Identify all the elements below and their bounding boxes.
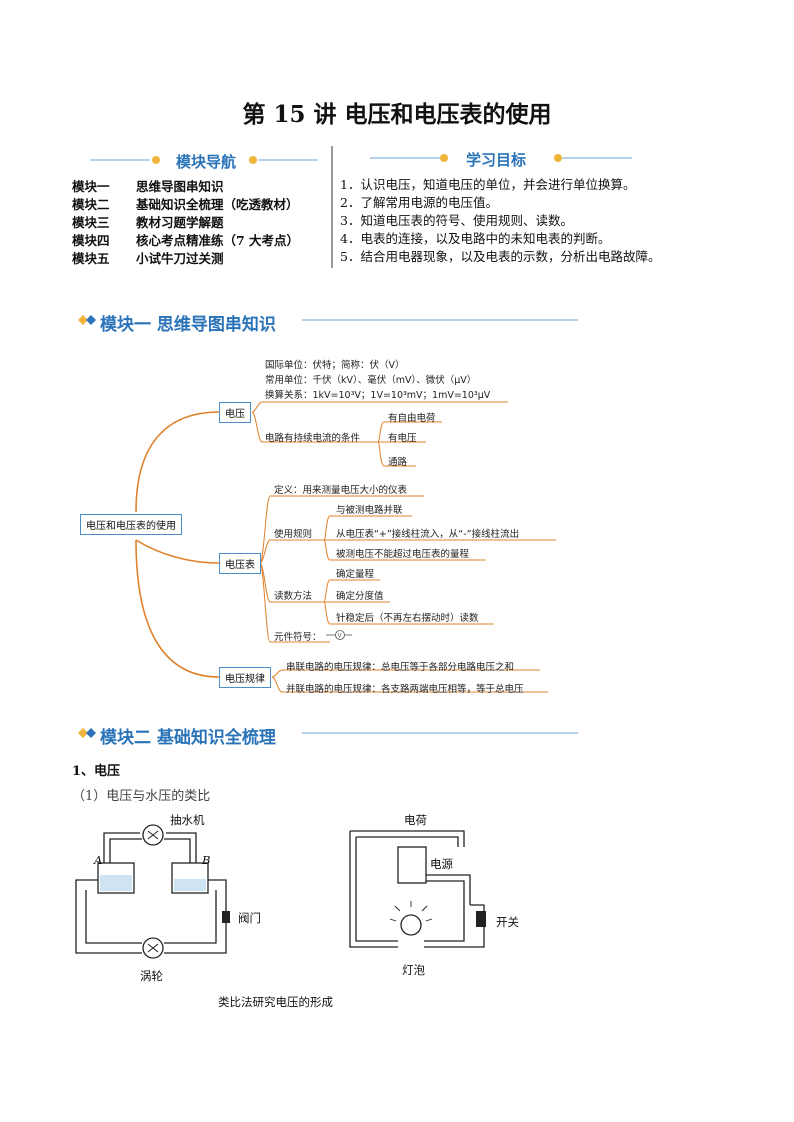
- nav-list: 模块一思维导图串知识 模块二基础知识全梳理（吃透教材） 模块三教材习题学解题 模…: [72, 178, 299, 268]
- label-turbine: 涡轮: [140, 969, 163, 983]
- condition-item: 有自由电荷: [388, 413, 436, 424]
- switch-icon: [476, 911, 486, 927]
- page-title: 第 15 讲 电压和电压表的使用: [242, 101, 552, 128]
- condition-item: 有电压: [388, 433, 417, 444]
- section1-decor: [78, 315, 578, 325]
- rule-item: 被测电压不能超过电压表的量程: [336, 549, 470, 560]
- label-switch: 开关: [496, 915, 519, 929]
- goal-item: 5．结合用电器现象，以及电表的示数，分析出电路故障。: [340, 249, 661, 264]
- nav-item[interactable]: 模块一思维导图串知识: [72, 179, 224, 194]
- mindmap-node-voltage: 电压: [219, 402, 251, 423]
- law-parallel: 并联电路的电压规律：各支路两端电压相等，等于总电压: [286, 684, 524, 695]
- condition-label: 电路有持续电流的条件: [265, 433, 361, 444]
- nav-item[interactable]: 模块二基础知识全梳理（吃透教材）: [72, 197, 299, 212]
- section2-decor: [78, 728, 578, 738]
- reading-item: 针稳定后（不再左右摆动时）读数: [336, 613, 479, 624]
- unit-si-text: 国际单位：伏特；简称：伏（V）: [265, 360, 405, 371]
- law-series: 串联电路的电压规律：总电压等于各部分电路电压之和: [286, 662, 515, 673]
- nav-heading: 模块导航: [176, 153, 237, 171]
- nav-item[interactable]: 模块四核心考点精准练（7 大考点）: [72, 233, 300, 248]
- goal-item: 1．认识电压，知道电压的单位，并会进行单位换算。: [340, 177, 636, 192]
- meter-definition: 定义：用来测量电压大小的仪表: [274, 485, 408, 496]
- goal-dot-icon: [440, 154, 448, 162]
- figure-caption: 类比法研究电压的形成: [218, 995, 333, 1009]
- goal-item: 4．电表的连接，以及电路中的未知电表的判断。: [340, 231, 611, 246]
- valve-icon: [222, 911, 230, 923]
- nav-item[interactable]: 模块五小试牛刀过关测: [72, 251, 224, 266]
- reading-item: 确定量程: [336, 569, 375, 580]
- diamond-icon: [78, 728, 88, 738]
- svg-text:V: V: [338, 633, 343, 640]
- mindmap-node-meter: 电压表: [219, 553, 261, 574]
- analogy-figure: [75, 824, 486, 959]
- goal-item: 3．知道电压表的符号、使用规则、读数。: [340, 213, 573, 228]
- goal-item: 2．了解常用电源的电压值。: [340, 195, 498, 210]
- rules-label: 使用规则: [274, 529, 313, 540]
- rule-item: 与被测电路并联: [336, 505, 403, 516]
- conversion-text: 换算关系：1kV=10³V；1V=10³mV；1mV=10³μV: [265, 390, 491, 401]
- part1-subheading: （1）电压与水压的类比: [72, 789, 211, 804]
- mindmap-root: 电压和电压表的使用: [80, 514, 182, 535]
- label-pump: 抽水机: [170, 813, 205, 827]
- water-circuit: [75, 824, 227, 959]
- nav-item[interactable]: 模块三教材习题学解题: [72, 215, 224, 230]
- diamond-icon: [78, 315, 88, 325]
- reading-label: 读数方法: [274, 591, 313, 602]
- reading-item: 确定分度值: [336, 591, 384, 602]
- turbine-icon: [147, 943, 159, 953]
- unit-common-text: 常用单位：千伏（kV）、毫伏（mV）、微伏（μV）: [265, 375, 477, 386]
- label-b: B: [202, 853, 211, 867]
- mindmap-lines: V: [135, 401, 556, 693]
- part1-heading: 1、电压: [72, 764, 121, 779]
- goals-heading: 学习目标: [466, 151, 527, 169]
- goals-list: 1．认识电压，知道电压的单位，并会进行单位换算。 2．了解常用电源的电压值。 3…: [340, 176, 660, 266]
- nav-dot-icon: [152, 156, 160, 164]
- condition-item: 通路: [388, 457, 408, 468]
- label-bulb: 灯泡: [402, 963, 425, 977]
- symbol-label: 元件符号：: [274, 632, 322, 643]
- pump-icon: [147, 830, 159, 840]
- section1-heading: 模块一 思维导图串知识: [100, 315, 276, 335]
- electric-circuit: [349, 830, 485, 948]
- rule-item: 从电压表“+”接线柱流入，从“-”接线柱流出: [336, 529, 520, 540]
- label-source: 电源: [430, 857, 453, 871]
- mindmap-node-law: 电压规律: [219, 667, 271, 688]
- label-valve: 阀门: [238, 911, 261, 925]
- bulb-rays-icon: [389, 901, 433, 922]
- label-a: A: [94, 853, 103, 867]
- section2-heading: 模块二 基础知识全梳理: [100, 728, 276, 748]
- label-charge: 电荷: [404, 813, 427, 827]
- header-decor: [90, 146, 632, 268]
